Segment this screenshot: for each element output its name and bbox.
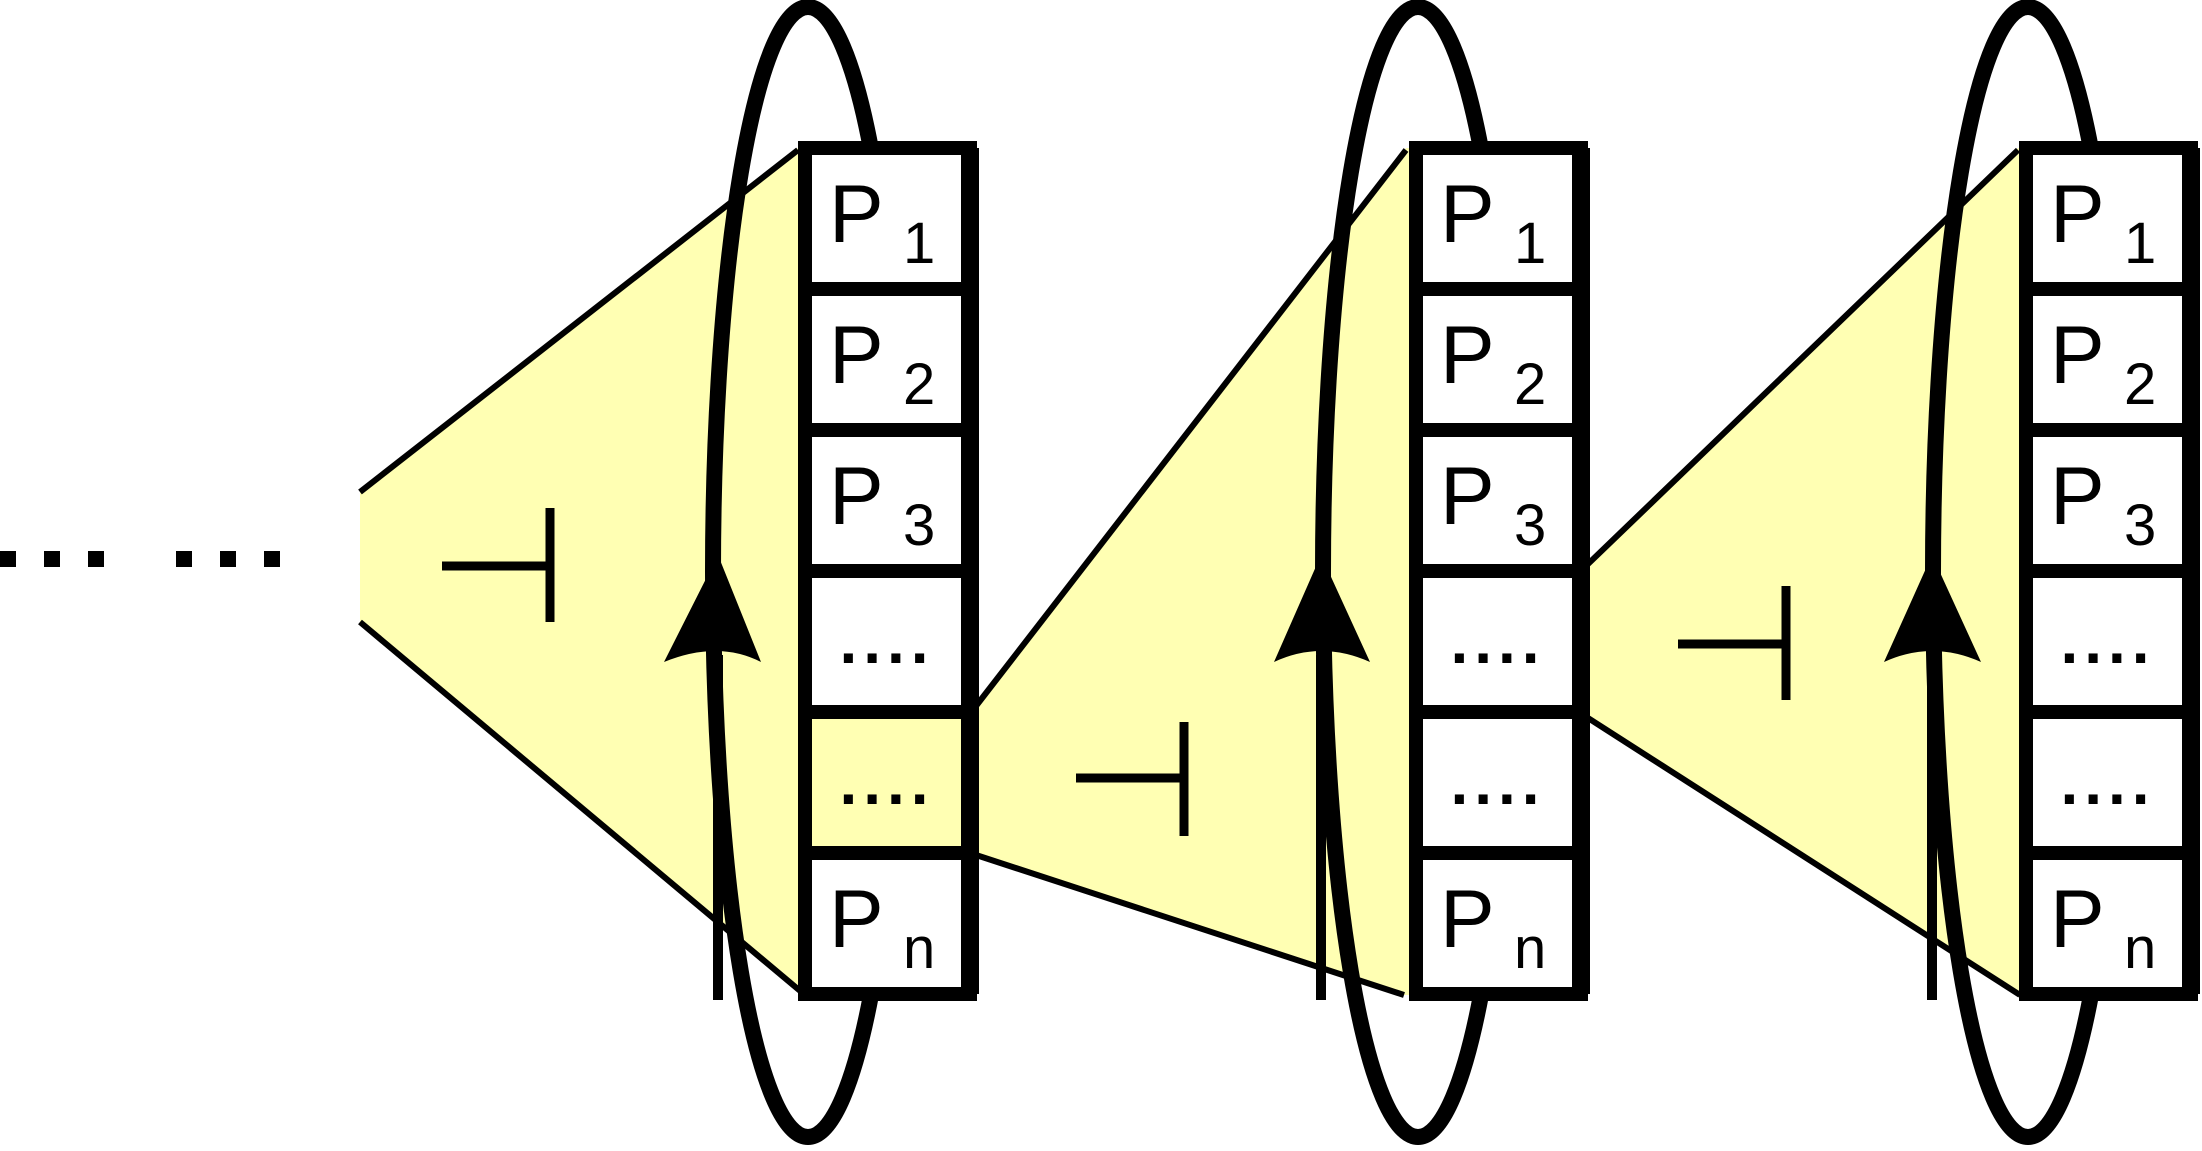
cell-ellipsis: .... bbox=[1450, 746, 1545, 818]
cell-subscript: 3 bbox=[2124, 493, 2156, 558]
cell-ellipsis: .... bbox=[839, 605, 934, 677]
cell-ellipsis: .... bbox=[1450, 605, 1545, 677]
ring-arrows bbox=[664, 555, 1981, 1000]
wedge-1 bbox=[360, 148, 805, 995]
cell-label: P bbox=[2050, 310, 2105, 401]
cell-subscript: 3 bbox=[1514, 493, 1546, 558]
wedges bbox=[358, 147, 2028, 998]
turnstile-symbols bbox=[442, 508, 1791, 836]
cell-subscript: 2 bbox=[903, 352, 935, 417]
wedge-3-bottom-edge bbox=[1586, 715, 2022, 998]
cell-subscript: n bbox=[1514, 916, 1546, 981]
cell-label: P bbox=[1440, 310, 1495, 401]
cell-label: P bbox=[2050, 874, 2105, 965]
cell-label: P bbox=[1440, 169, 1495, 260]
cell-label: P bbox=[2050, 169, 2105, 260]
wedge-1-top-edge bbox=[358, 147, 800, 495]
cell-subscript: 2 bbox=[2124, 352, 2156, 417]
cell-ellipsis: .... bbox=[2060, 746, 2155, 818]
cell-ellipsis: .... bbox=[2060, 605, 2155, 677]
cell-label: P bbox=[829, 310, 884, 401]
arrow-up-icon bbox=[664, 555, 761, 1000]
cell-subscript: 1 bbox=[1514, 211, 1546, 276]
stack-cell bbox=[798, 846, 977, 1001]
turnstile-icon bbox=[442, 508, 555, 622]
cell-subscript: 2 bbox=[1514, 352, 1546, 417]
cell-subscript: 3 bbox=[903, 493, 935, 558]
arrow-up-icon bbox=[1884, 555, 1981, 1000]
cell-subscript: 1 bbox=[903, 211, 935, 276]
turnstile-icon bbox=[1678, 586, 1791, 700]
wedge-3 bbox=[1588, 148, 2028, 995]
cell-label: P bbox=[1440, 874, 1495, 965]
cell-subscript: n bbox=[903, 916, 935, 981]
cell-label: P bbox=[829, 169, 884, 260]
wedge-2-bottom-edge bbox=[975, 852, 1405, 998]
cell-subscript: n bbox=[2124, 916, 2156, 981]
cell-label: P bbox=[1440, 451, 1495, 542]
arrow-up-icon bbox=[1274, 555, 1370, 1000]
cell-ellipsis: .... bbox=[839, 746, 934, 818]
cell-label: P bbox=[2050, 451, 2105, 542]
turnstile-icon bbox=[1076, 722, 1189, 836]
cell-label: P bbox=[829, 451, 884, 542]
cell-label: P bbox=[829, 874, 884, 965]
leading-ellipsis bbox=[0, 551, 280, 567]
wedge-2 bbox=[976, 148, 1416, 995]
cell-subscript: 1 bbox=[2124, 211, 2156, 276]
